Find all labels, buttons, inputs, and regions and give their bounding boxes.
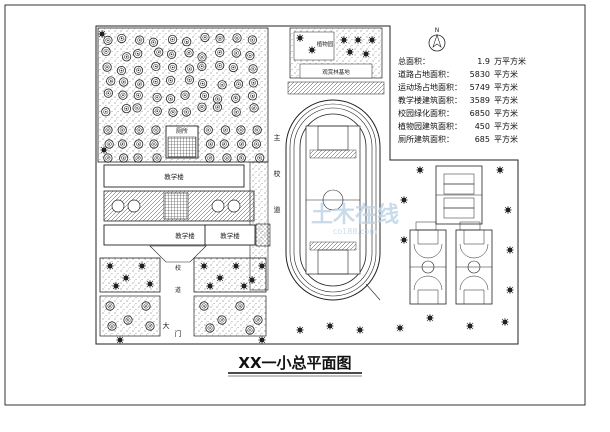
- shrub-icon: [137, 261, 147, 271]
- shrub-icon: [503, 205, 513, 215]
- volleyball-court: [435, 165, 483, 225]
- teaching-building-3-label: 教学楼: [220, 231, 240, 240]
- shrub-icon: [339, 35, 349, 45]
- plan-title: XX一小总平面图: [238, 354, 351, 372]
- shrub-icon: [295, 33, 305, 43]
- shrub-icon: [355, 325, 365, 335]
- basketball-court-east: [455, 229, 493, 305]
- shrub-icon: [199, 261, 209, 271]
- shrub-icon: [325, 321, 335, 331]
- shrub-icon: [353, 35, 363, 45]
- gate-label-2: 门: [175, 329, 182, 338]
- shrub-icon: [257, 261, 267, 271]
- shrub-icon: [99, 145, 109, 155]
- north-arrow: N: [428, 27, 446, 52]
- shrub-icon: [361, 49, 371, 59]
- stat-value: 6850: [470, 109, 490, 118]
- stat-value: 685: [475, 135, 490, 144]
- shrub-icon: [505, 285, 515, 295]
- shrub-icon: [399, 195, 409, 205]
- north-label: N: [435, 27, 440, 34]
- stat-label: 运动场占地面积：: [398, 82, 462, 92]
- shrub-icon: [97, 29, 107, 39]
- stat-label: 校园绿化面积：: [398, 108, 454, 118]
- shrub-icon: [231, 261, 241, 271]
- campus-road-label-1: 校: [175, 264, 181, 272]
- main-road-label-3: 道: [274, 205, 281, 214]
- south-flowerbed-east: [193, 257, 267, 293]
- planting-base-label: 观赏林基地: [322, 68, 350, 76]
- stat-unit: 万平方米: [494, 56, 526, 66]
- shrub-icon: [500, 317, 510, 327]
- stat-value: 5830: [470, 70, 490, 79]
- toilet-label: 厕所: [176, 127, 188, 135]
- courtyard-flowers: [111, 199, 241, 213]
- stat-unit: 平方米: [494, 134, 518, 144]
- shrub-icon: [115, 335, 125, 345]
- shrub-icon: [395, 323, 405, 333]
- planting-base: [299, 63, 373, 79]
- stat-value: 5749: [470, 83, 490, 92]
- drawing-frame: [4, 4, 586, 406]
- stat-unit: 平方米: [494, 95, 518, 105]
- shrub-icon: [465, 321, 475, 331]
- main-road-label-1: 主: [274, 133, 281, 142]
- shrub-icon: [121, 273, 131, 283]
- stat-unit: 平方米: [494, 82, 518, 92]
- south-flowerbed-west: [99, 257, 161, 293]
- site-boundary: [95, 25, 519, 345]
- shrub-icon: [111, 281, 121, 291]
- plant-garden-label: 植物园: [317, 40, 334, 48]
- basketball-court-west: [409, 229, 447, 305]
- teaching-building-1: [103, 164, 245, 188]
- stat-unit: 平方米: [494, 108, 518, 118]
- watermark-text: 土木在线: [311, 202, 399, 228]
- gate-label-1: 大: [163, 321, 170, 330]
- teaching-building-2-label: 教学楼: [175, 231, 195, 240]
- courtyard-center: [163, 192, 189, 220]
- stat-value: 1.9: [477, 57, 490, 66]
- stat-label: 道路占地面积：: [398, 69, 454, 79]
- court-connector: [459, 221, 481, 231]
- entrance-fan: [149, 245, 207, 263]
- teaching-building-3-wing: [204, 224, 256, 246]
- teaching-building-1-label: 教学楼: [164, 172, 184, 181]
- shrub-icon: [399, 235, 409, 245]
- running-track: [285, 99, 381, 301]
- shrub-icon: [415, 165, 425, 175]
- shrub-icon: [105, 261, 115, 271]
- shrub-icon: [345, 47, 355, 57]
- shrub-icon: [257, 335, 267, 345]
- shrub-icon: [215, 273, 225, 283]
- stat-label: 厕所建筑面积：: [398, 134, 454, 144]
- stat-label: 总面积：: [398, 56, 430, 66]
- shrub-icon: [145, 279, 155, 289]
- east-annex: [255, 223, 271, 247]
- shrub-icon: [295, 325, 305, 335]
- stat-unit: 平方米: [494, 121, 518, 131]
- shrub-icon: [239, 281, 249, 291]
- stat-label: 植物园建筑面积：: [398, 121, 462, 131]
- shrub-icon: [505, 245, 515, 255]
- main-road-label-2: 校: [274, 169, 281, 178]
- stat-label: 教学楼建筑面积：: [398, 95, 462, 105]
- shrub-icon: [307, 45, 317, 55]
- watermark-subtext: co188.com: [333, 227, 377, 236]
- campus-road-label-2: 道: [175, 286, 181, 294]
- toilet-hatch: [167, 136, 197, 158]
- hatch-strip: [287, 81, 385, 95]
- shrub-icon: [367, 35, 377, 45]
- shrub-icon: [247, 275, 257, 285]
- stat-value: 3589: [470, 96, 490, 105]
- shrub-icon: [425, 313, 435, 323]
- shrub-icon: [495, 165, 505, 175]
- court-connector-2: [415, 221, 437, 231]
- stat-value: 450: [475, 122, 490, 131]
- shrub-icon: [205, 281, 215, 291]
- stat-unit: 平方米: [494, 69, 518, 79]
